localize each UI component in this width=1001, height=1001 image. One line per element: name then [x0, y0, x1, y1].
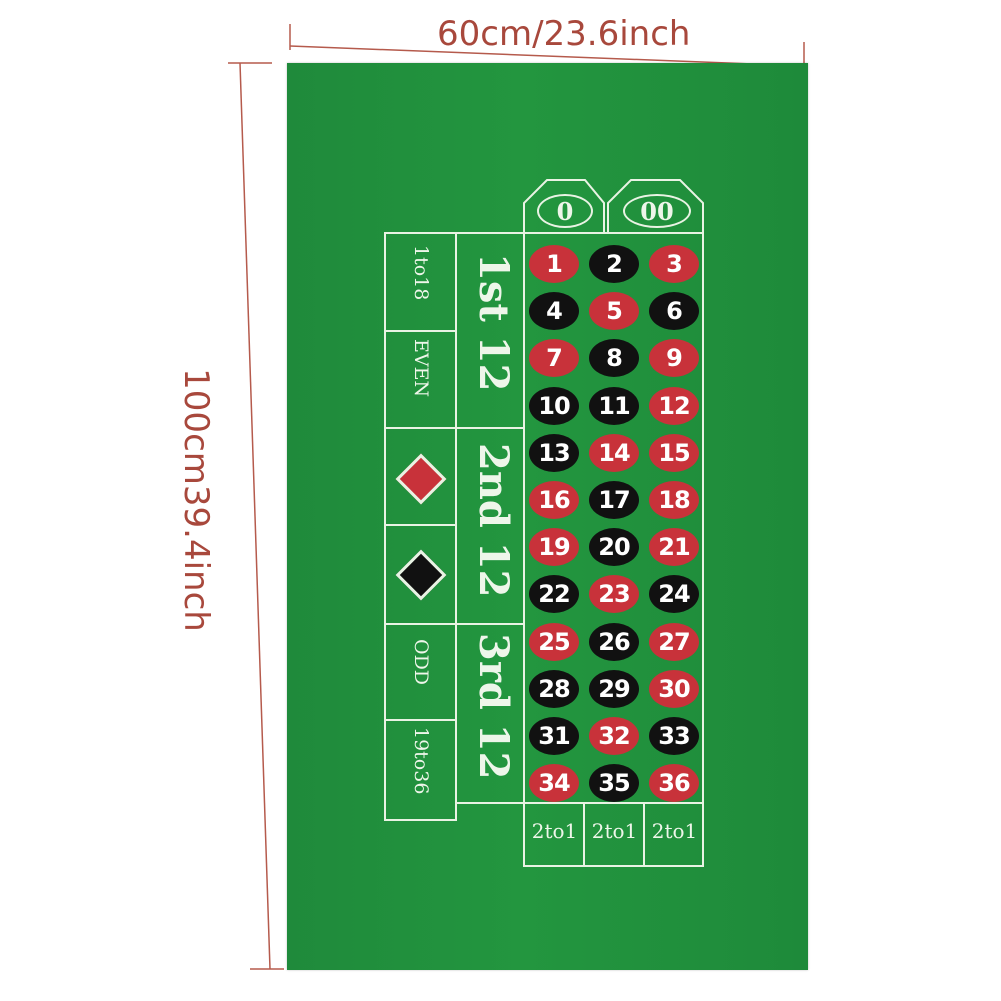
number-15: 15: [649, 433, 699, 472]
number-20: 20: [589, 528, 639, 567]
number-26: 26: [589, 622, 639, 661]
number-36: 36: [649, 764, 699, 803]
number-30: 30: [649, 669, 699, 708]
zero-label: 0: [556, 196, 574, 226]
height-label: 100cm39.4inch: [176, 368, 216, 632]
double-zero-label: 00: [640, 196, 674, 226]
number-21: 21: [649, 528, 699, 567]
number-31: 31: [529, 717, 579, 755]
outside-bets-border: [384, 232, 457, 821]
number-28: 28: [529, 669, 579, 708]
number-11: 11: [589, 386, 639, 425]
number-4: 4: [529, 292, 579, 331]
number-9: 9: [649, 339, 699, 378]
number-29: 29: [589, 669, 639, 708]
number-22: 22: [529, 575, 579, 614]
number-1: 1: [529, 245, 579, 283]
number-10: 10: [529, 386, 579, 425]
number-25: 25: [529, 622, 579, 661]
number-5: 5: [589, 292, 639, 331]
number-2: 2: [589, 245, 639, 283]
column-bet-3: 2to1: [651, 819, 698, 843]
bet-19to36: 19to36: [410, 727, 432, 795]
dozen-2nd: 2nd 12: [470, 443, 517, 598]
column-bet-2: 2to1: [591, 819, 638, 843]
number-16: 16: [529, 481, 579, 519]
number-34: 34: [529, 764, 579, 803]
double-zero-oval: 00: [623, 194, 691, 228]
number-13: 13: [529, 433, 579, 472]
number-7: 7: [529, 339, 579, 378]
width-dimension-line: [289, 45, 805, 67]
bet-even: EVEN: [410, 339, 432, 398]
number-17: 17: [589, 481, 639, 519]
dozen-1st: 1st 12: [470, 253, 517, 392]
number-14: 14: [589, 433, 639, 472]
number-19: 19: [529, 528, 579, 567]
number-27: 27: [649, 622, 699, 661]
number-18: 18: [649, 481, 699, 519]
dozen-3rd: 3rd 12: [470, 633, 517, 780]
column-bet-1: 2to1: [531, 819, 578, 843]
number-33: 33: [649, 717, 699, 755]
number-24: 24: [649, 575, 699, 614]
height-dimension-line: [239, 62, 271, 970]
width-label: 60cm/23.6inch: [437, 14, 691, 54]
number-6: 6: [649, 292, 699, 331]
number-8: 8: [589, 339, 639, 378]
number-35: 35: [589, 764, 639, 803]
mat-layout-lines: [384, 179, 704, 867]
bet-1to18: 1to18: [410, 245, 432, 301]
number-12: 12: [649, 386, 699, 425]
zero-house: [523, 179, 605, 233]
zero-oval: 0: [537, 194, 593, 228]
number-23: 23: [589, 575, 639, 614]
number-32: 32: [589, 717, 639, 755]
bet-odd: ODD: [410, 639, 432, 686]
double-zero-house: [607, 179, 704, 233]
number-3: 3: [649, 245, 699, 283]
